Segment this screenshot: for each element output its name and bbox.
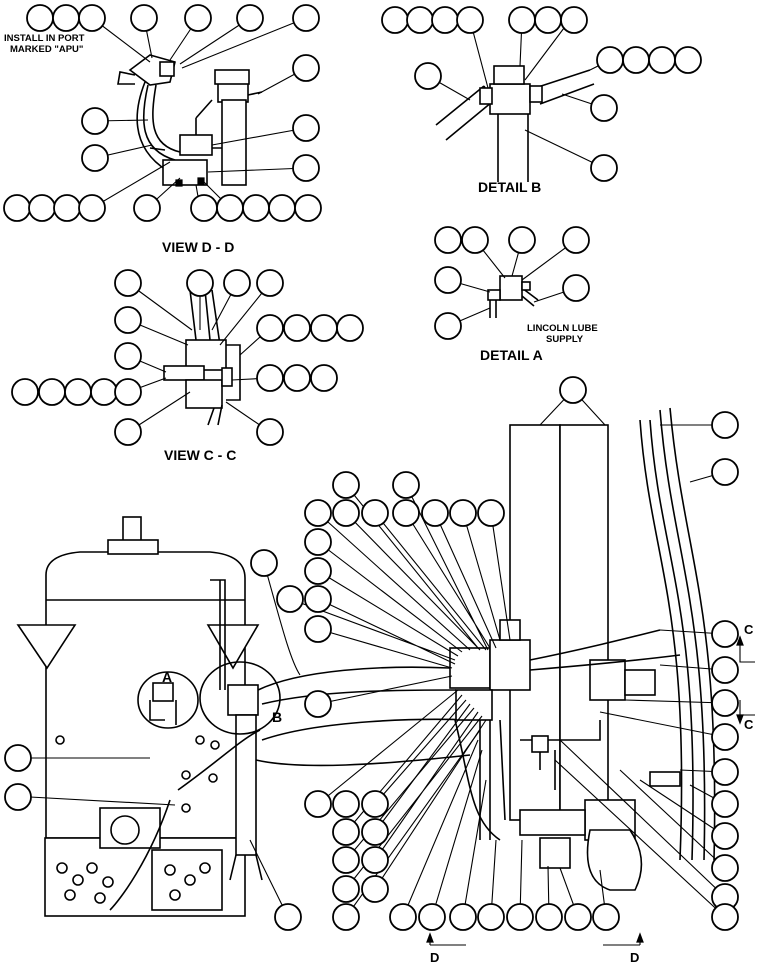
detail-b-drawing	[435, 65, 595, 182]
view-cc-title: VIEW C - C	[164, 447, 236, 463]
callouts-view-dd	[3, 4, 322, 222]
marker-a: A	[162, 669, 172, 685]
view-cc-drawing	[163, 289, 241, 426]
lincoln-line2: SUPPLY	[546, 334, 584, 345]
callouts-main-view	[4, 376, 739, 931]
marker-c-bottom: C	[744, 717, 754, 732]
view-dd-title: VIEW D - D	[162, 239, 234, 255]
marker-b: B	[272, 709, 282, 725]
install-note-line1: INSTALL IN PORT	[4, 33, 85, 44]
detail-a-drawing	[487, 275, 539, 318]
detail-a-title: DETAIL A	[480, 347, 543, 363]
install-note-line2: MARKED "APU"	[10, 44, 83, 55]
marker-d-right: D	[630, 950, 639, 965]
section-arrows	[426, 635, 755, 946]
text-labels: INSTALL IN PORT MARKED "APU" VIEW D - D …	[4, 33, 754, 965]
lincoln-line1: LINCOLN LUBE	[527, 323, 598, 334]
callouts-view-cc	[11, 269, 364, 446]
marker-d-left: D	[430, 950, 439, 965]
base-holes	[55, 735, 220, 904]
main-view-drawing	[16, 407, 716, 917]
callouts-detail-a	[434, 226, 590, 340]
detail-b-title: DETAIL B	[478, 179, 541, 195]
callouts-detail-b	[381, 6, 702, 182]
marker-c-top: C	[744, 622, 754, 637]
